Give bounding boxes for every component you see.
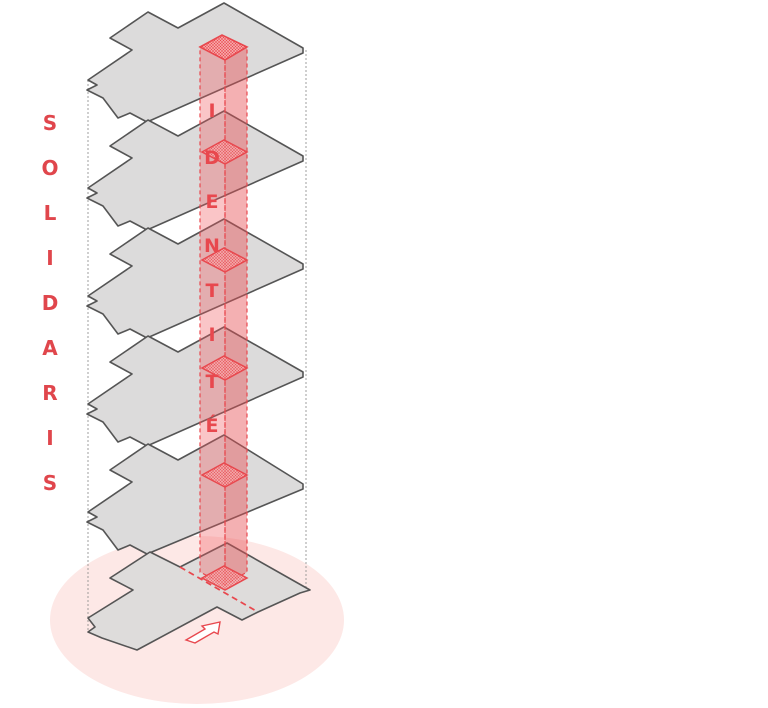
side-word-letter: S [43,471,57,495]
floor-plate [86,110,304,231]
column-word-letter: N [204,235,220,257]
column-word-letter: É [206,414,219,437]
floor-plate [86,218,304,339]
column-floor-opening [200,462,249,488]
column-floor-opening [200,139,249,165]
side-word-letter: D [42,291,59,315]
floor-plate [86,434,304,555]
floor-plate [86,326,304,447]
ground-floor-plate [87,542,311,651]
column-front-face [199,46,226,586]
column-word-letter: D [204,147,220,169]
side-word-letter: I [46,426,53,450]
side-word-letter: L [44,201,57,225]
side-word-letter: S [43,111,57,135]
side-word-letter: O [41,156,58,180]
side-word-letter: I [46,246,53,270]
column-word-letter: I [208,100,215,122]
column-top-cap [198,34,249,61]
entrance-threshold-line [179,566,259,613]
entrance-arrow-icon [184,621,221,644]
column-floor-opening [200,355,249,381]
column-word-letter: T [206,371,219,393]
column-floor-opening [200,565,249,591]
column-word-letter: E [206,191,219,213]
column-floor-opening [200,247,249,273]
identity-column [198,34,249,591]
vertical-guides [87,50,307,632]
column-side-face [224,45,248,587]
side-word-letter: A [42,336,58,360]
floor-plate [86,2,304,123]
column-word-letter: I [208,324,215,346]
column-word-letter: T [206,280,219,302]
side-word-letter: R [42,381,57,405]
